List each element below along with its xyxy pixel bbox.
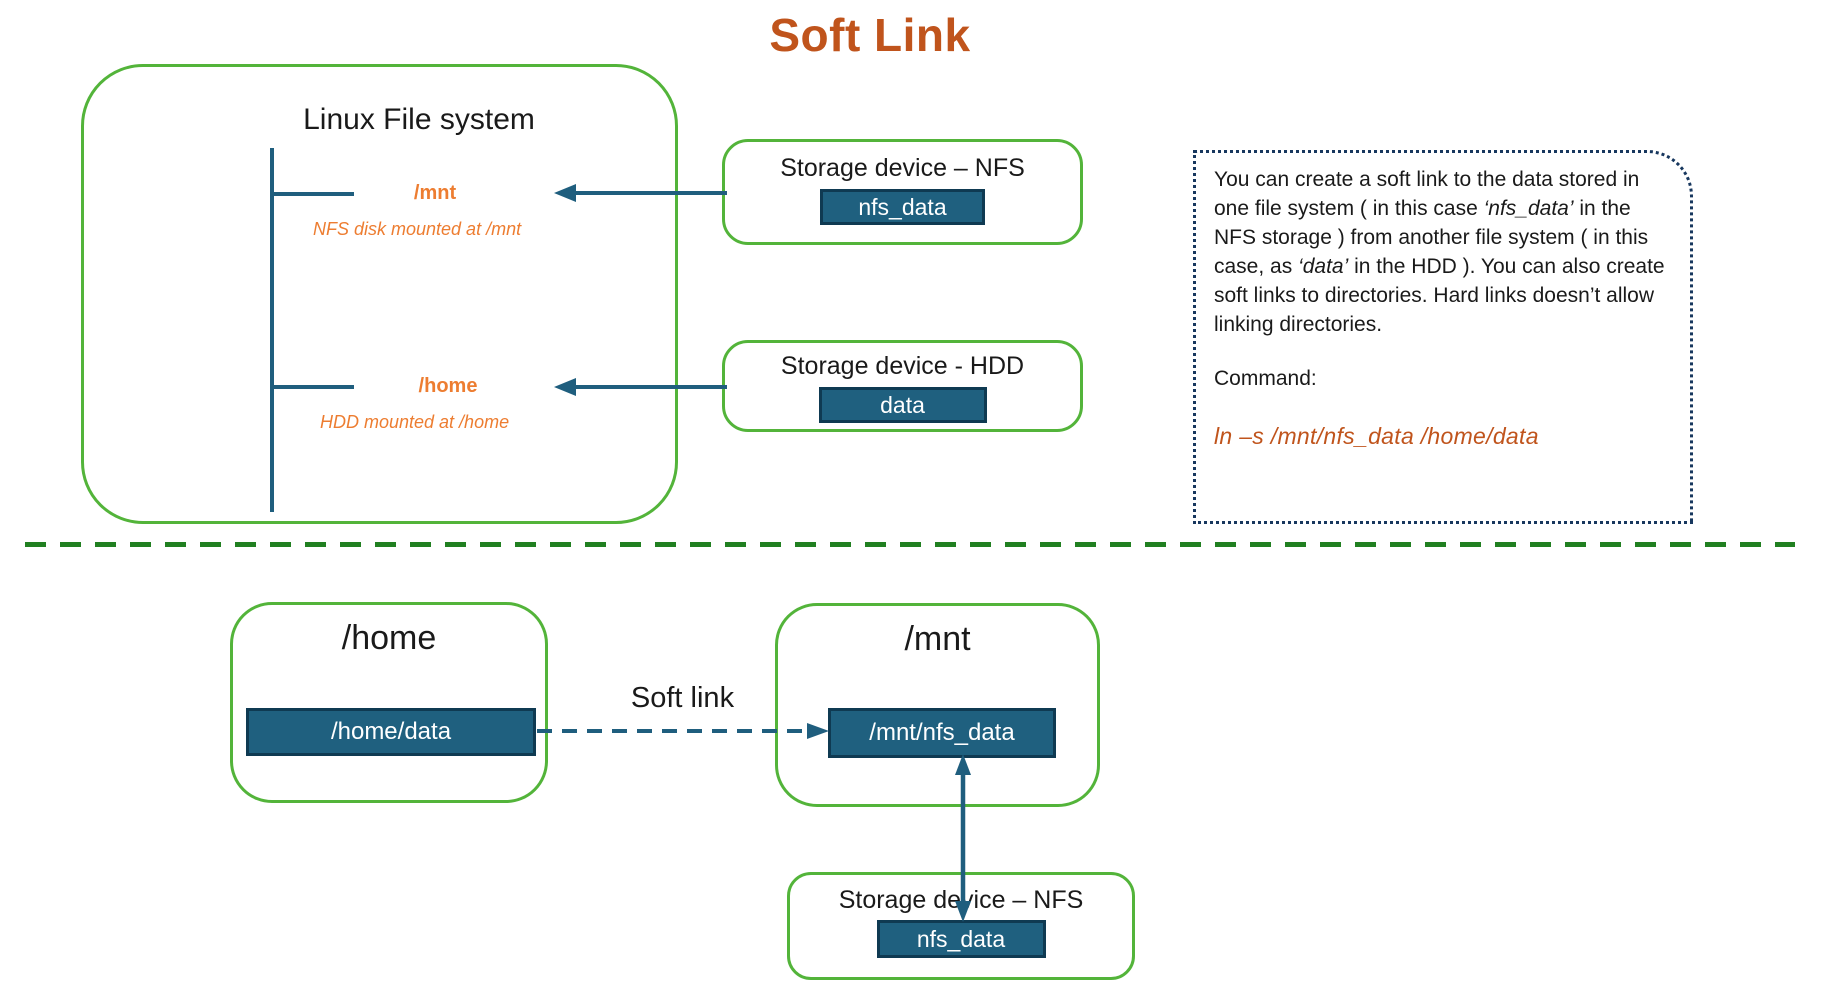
storage-device-hdd-box: Storage device - HDD data bbox=[722, 340, 1083, 432]
section-divider bbox=[25, 542, 1795, 547]
explanation-segment: in the NFS storage ) from another file s… bbox=[1214, 197, 1649, 278]
storage-device-nfs-title: Storage device – NFS bbox=[780, 154, 1025, 182]
mnt-nfs-data-chip: /mnt/nfs_data bbox=[828, 708, 1056, 758]
soft-link-dashed-arrow bbox=[537, 723, 829, 739]
filesystem-tree-branch-home bbox=[270, 385, 354, 389]
soft-link-label: Soft link bbox=[630, 682, 735, 714]
filesystem-tree-trunk bbox=[270, 148, 274, 512]
arrow-nfs-to-mnt bbox=[554, 184, 727, 202]
explanation-segment: in the HDD ). You can also create soft l… bbox=[1214, 255, 1665, 336]
nfs-data-bottom-chip: nfs_data bbox=[876, 920, 1046, 958]
filesystem-tree-branch-mnt bbox=[270, 192, 354, 196]
explanation-segment-italic: ‘nfs_data’ bbox=[1483, 197, 1574, 220]
storage-device-hdd-title: Storage device - HDD bbox=[780, 352, 1025, 380]
mount-point-mnt: /mnt bbox=[413, 182, 457, 204]
mnt-directory-box: /mnt /mnt/nfs_data bbox=[775, 603, 1100, 807]
command-text: ln –s /mnt/nfs_data /home/data bbox=[1214, 423, 1539, 449]
arrow-hdd-to-home bbox=[554, 378, 727, 396]
explanation-panel: You can create a soft link to the data s… bbox=[1193, 150, 1693, 524]
hdd-data-chip: data bbox=[818, 387, 987, 423]
home-directory-box: /home /home/data bbox=[230, 602, 548, 803]
explanation-segment-italic: ‘data’ bbox=[1298, 255, 1349, 278]
home-directory-title: /home bbox=[341, 619, 437, 657]
mount-point-home: /home bbox=[418, 375, 478, 397]
mount-note-home: HDD mounted at /home bbox=[320, 412, 510, 432]
mnt-directory-title: /mnt bbox=[904, 620, 971, 658]
storage-device-nfs-box: Storage device – NFS nfs_data bbox=[722, 139, 1083, 245]
page-title: Soft Link bbox=[769, 9, 971, 61]
nfs-mount-double-arrow bbox=[955, 754, 971, 922]
home-data-chip: /home/data bbox=[246, 708, 536, 756]
linux-filesystem-title: Linux File system bbox=[303, 103, 535, 136]
nfs-data-chip: nfs_data bbox=[820, 189, 985, 225]
command-label: Command: bbox=[1214, 367, 1317, 390]
linux-filesystem-box: Linux File system bbox=[81, 64, 678, 524]
explanation-segment: You can create a soft link to the data s… bbox=[1214, 168, 1640, 220]
mount-note-mnt: NFS disk mounted at /mnt bbox=[313, 219, 522, 239]
explanation-text: You can create a soft link to the data s… bbox=[1214, 165, 1672, 339]
